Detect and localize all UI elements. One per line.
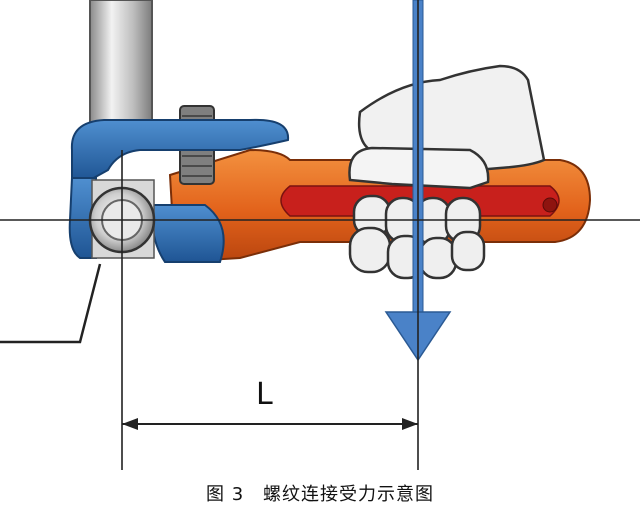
hang-hole xyxy=(542,197,558,213)
figure-caption: 图 3 螺纹连接受力示意图 xyxy=(0,480,640,506)
leader-line xyxy=(0,263,102,344)
dimension-line: L xyxy=(122,377,418,430)
hook-jaw xyxy=(70,118,290,181)
centerlines xyxy=(0,0,640,470)
figure-number: 图 3 xyxy=(206,484,245,505)
heel-jaw xyxy=(150,204,225,263)
figure-title: 螺纹连接受力示意图 xyxy=(262,484,434,505)
dimension-label: L xyxy=(256,377,273,412)
